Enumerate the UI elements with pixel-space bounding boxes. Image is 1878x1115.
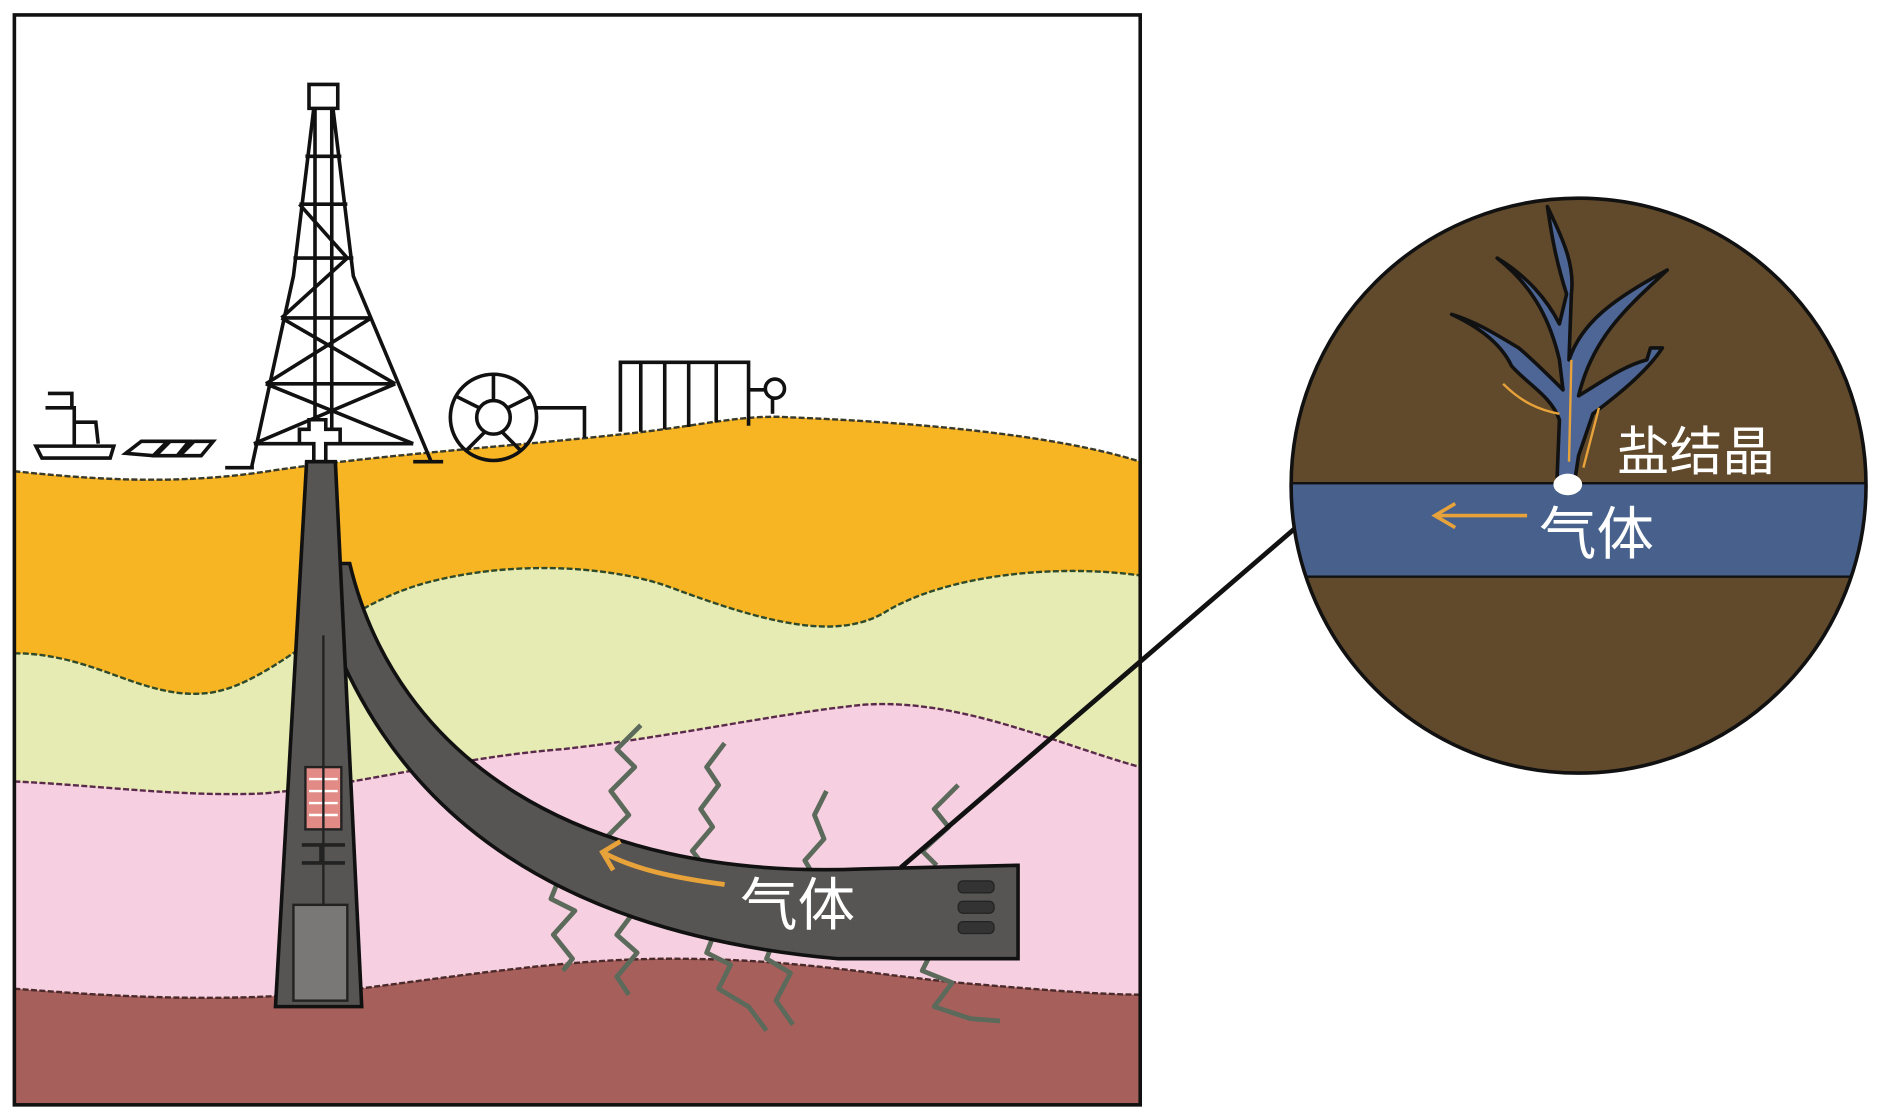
- gas-band: [1291, 482, 1867, 578]
- gas-label-main: 气体: [740, 872, 855, 939]
- pump-icon: [448, 372, 587, 463]
- inset-flow-arrow: [1431, 502, 1528, 530]
- salt-crystal-label: 盐结晶: [1617, 422, 1775, 483]
- gas-label-inset: 气体: [1539, 501, 1654, 568]
- inset-flow-arrows: [1502, 359, 1601, 468]
- perforations: [957, 880, 995, 935]
- truck-icon: [33, 391, 218, 460]
- fracture-network: [1449, 204, 1670, 482]
- vertical-wellbore: [273, 459, 364, 1009]
- downhole-tools: [292, 635, 349, 1002]
- cross-section-panel: 气体: [14, 14, 1141, 1105]
- inset-border: [1289, 196, 1868, 775]
- horizontal-wellbore: [306, 561, 1020, 961]
- callout-line: [899, 525, 1298, 870]
- salt-crystal-icon: [1553, 473, 1583, 496]
- magnified-inset: 盐结晶 气体: [1291, 198, 1867, 774]
- flow-arrow: [599, 839, 725, 887]
- tank-icon: [618, 360, 787, 432]
- panel-frame: [12, 13, 1143, 1107]
